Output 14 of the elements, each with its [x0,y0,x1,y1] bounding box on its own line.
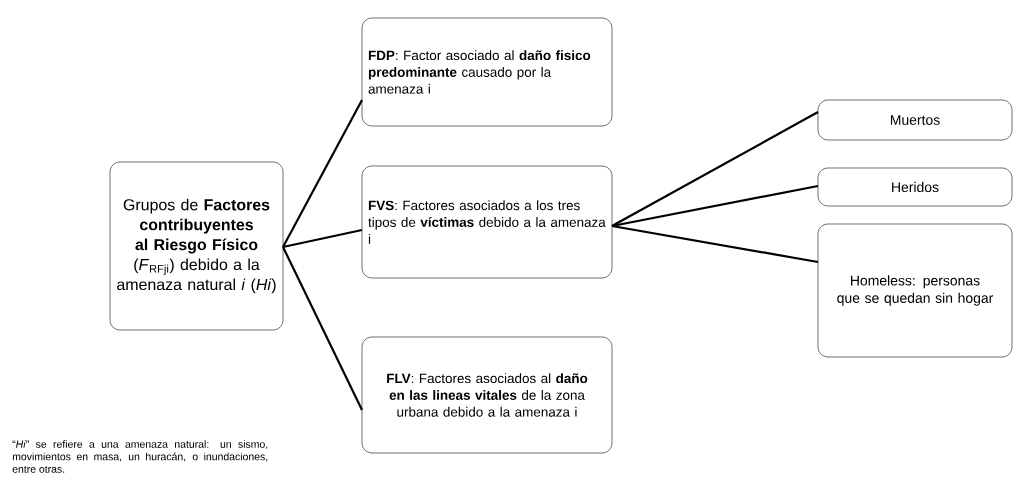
text-box: Homeless: personas que se quedan sin hogar [817,223,1013,358]
text-box: Heridos [817,167,1013,207]
text-box: FDP: Factor asociado al daño fisico predominante causado por la amenaza i [361,17,613,127]
connector-line [282,228,363,249]
note-text: “Hi” se refiere a una amenaza natural: un sismo, movimientos en masa, un huracán, o inundaciones, entre otras. [12,440,268,473]
connector-line [282,99,363,248]
text-box: Muertos [817,99,1013,141]
connector-line [611,184,819,228]
text-box: FLV: Factores asociados al daño en las lineas vitales de la zona urbana debido a la amenaza i [361,336,613,454]
connector-line [282,246,363,411]
connector-line [611,111,819,227]
text-box: Grupos de Factores contribuyentes al Riesgo Físico (F$_{RFji}$) debido a la amenaza natural i (Hi) [109,161,284,331]
connector-line [611,224,819,264]
text-box: FVS: Factores asociados a los tres tipos de víctimas debido a la amenaza i [361,165,613,279]
